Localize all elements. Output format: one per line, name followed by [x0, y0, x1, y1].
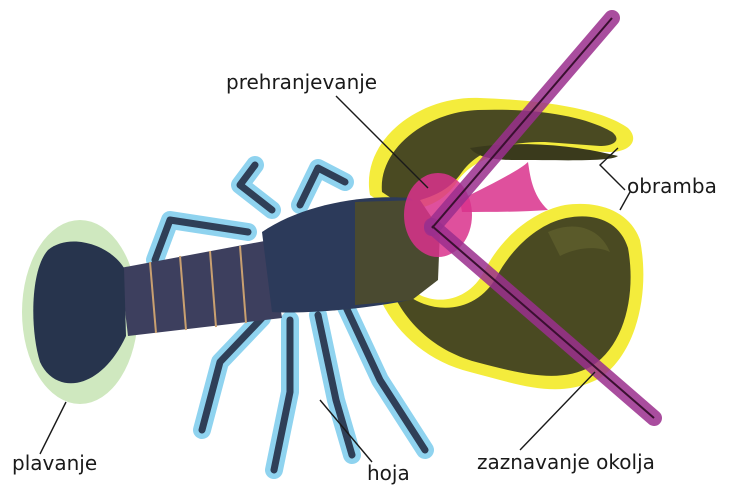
- label-walking: hoja: [367, 463, 410, 483]
- leader-plavanje: [40, 402, 66, 454]
- label-feeding: prehranjevanje: [226, 72, 377, 92]
- label-defense: obramba: [627, 176, 717, 196]
- label-sensing: zaznavanje okolja: [477, 452, 655, 472]
- label-swimming: plavanje: [12, 453, 97, 473]
